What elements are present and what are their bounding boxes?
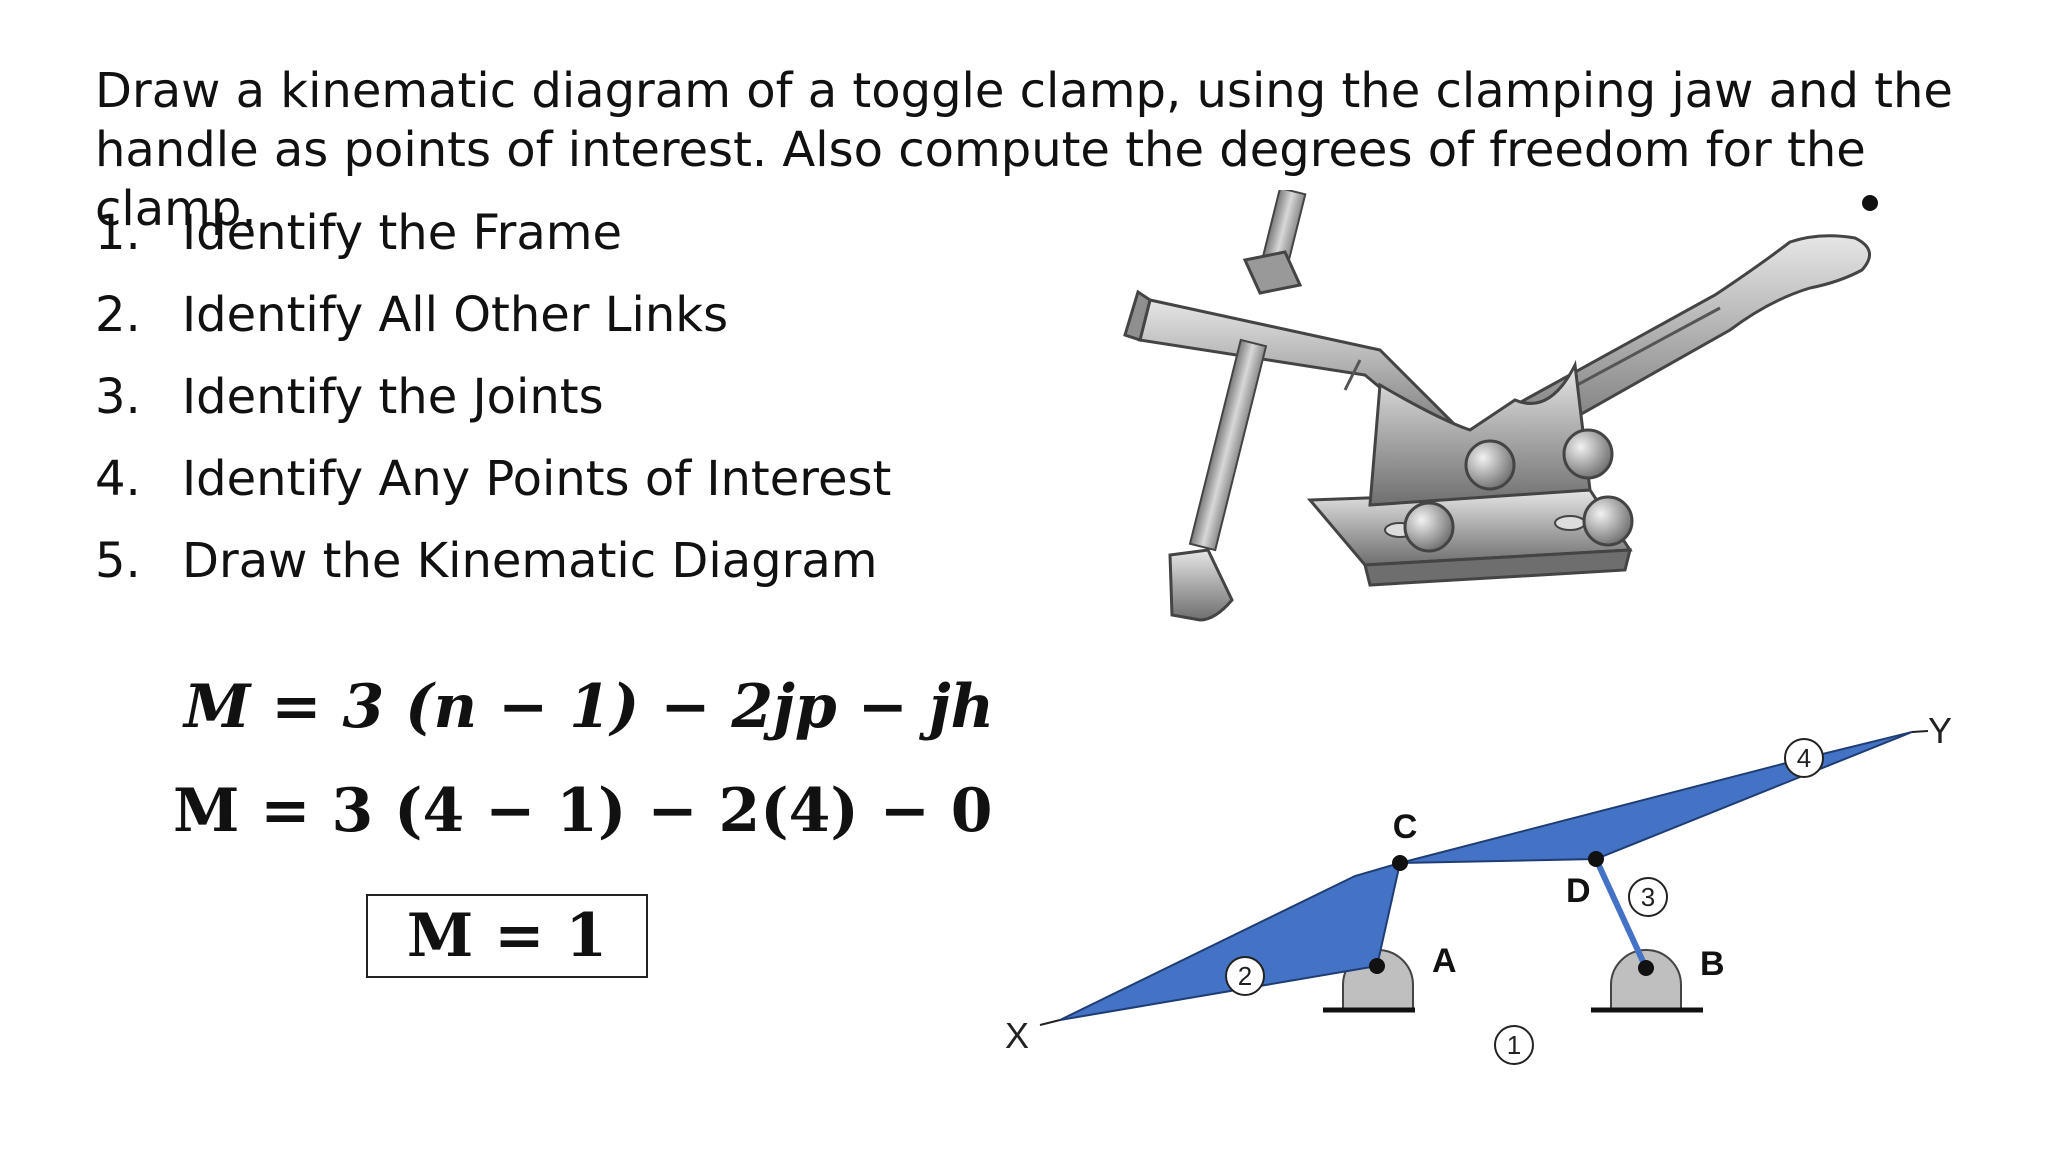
joint-b-label: B	[1700, 945, 1725, 983]
link-4-shape	[1399, 731, 1913, 864]
step-item: 1.Identify the Frame	[95, 205, 623, 261]
joint-d-dot	[1588, 851, 1604, 867]
step-item: 4.Identify Any Points of Interest	[95, 451, 892, 507]
mobility-result: M = 1	[406, 901, 608, 971]
joint-a-dot	[1369, 958, 1385, 974]
svg-text:3: 3	[1641, 882, 1655, 912]
link-4-marker: 4	[1784, 738, 1824, 778]
link-3-shape	[1593, 857, 1649, 970]
toggle-clamp-illustration	[1123, 190, 1878, 622]
kinematic-diagram: A B C D X Y 2 4 3 1	[1005, 710, 1952, 1065]
mobility-equation-substituted: M = 3 (4 − 1) − 2(4) − 0	[173, 776, 993, 846]
joint-a-label: A	[1432, 942, 1457, 980]
point-y-leader	[1911, 730, 1929, 733]
steps-list: 1.Identify the Frame 2.Identify All Othe…	[95, 203, 891, 613]
point-x-label: X	[1005, 1015, 1029, 1056]
svg-text:1: 1	[1507, 1030, 1521, 1060]
step-item: 3.Identify the Joints	[95, 369, 604, 425]
problem-statement: Draw a kinematic diagram of a toggle cla…	[95, 62, 1975, 239]
clamp-pins	[1403, 428, 1634, 553]
link-1-marker: 1	[1494, 1025, 1534, 1065]
joint-b-dot	[1638, 960, 1654, 976]
clamp-spindle	[1168, 190, 1307, 622]
svg-text:2: 2	[1238, 961, 1252, 991]
point-y-label: Y	[1928, 710, 1952, 751]
joint-c-dot	[1392, 855, 1408, 871]
result-box: M = 1	[366, 894, 648, 978]
problem-line-2: handle as points of interest. Also compu…	[95, 122, 1866, 237]
joint-c-label: C	[1393, 808, 1418, 846]
mobility-equation-general: M = 3 (n − 1) − 2jp − jh	[184, 672, 995, 742]
handle-point-of-interest	[1862, 195, 1878, 211]
link-2-marker: 2	[1225, 956, 1265, 996]
joint-d-label: D	[1566, 872, 1591, 910]
problem-line-1: Draw a kinematic diagram of a toggle cla…	[95, 63, 1953, 119]
step-item: 2.Identify All Other Links	[95, 287, 729, 343]
clamp-base	[1306, 359, 1633, 587]
point-x-leader	[1039, 1019, 1061, 1026]
link-3-marker: 3	[1628, 877, 1668, 917]
step-item: 5.Draw the Kinematic Diagram	[95, 533, 878, 589]
ground-pivot-b	[1591, 949, 1703, 1013]
svg-text:4: 4	[1797, 743, 1811, 773]
